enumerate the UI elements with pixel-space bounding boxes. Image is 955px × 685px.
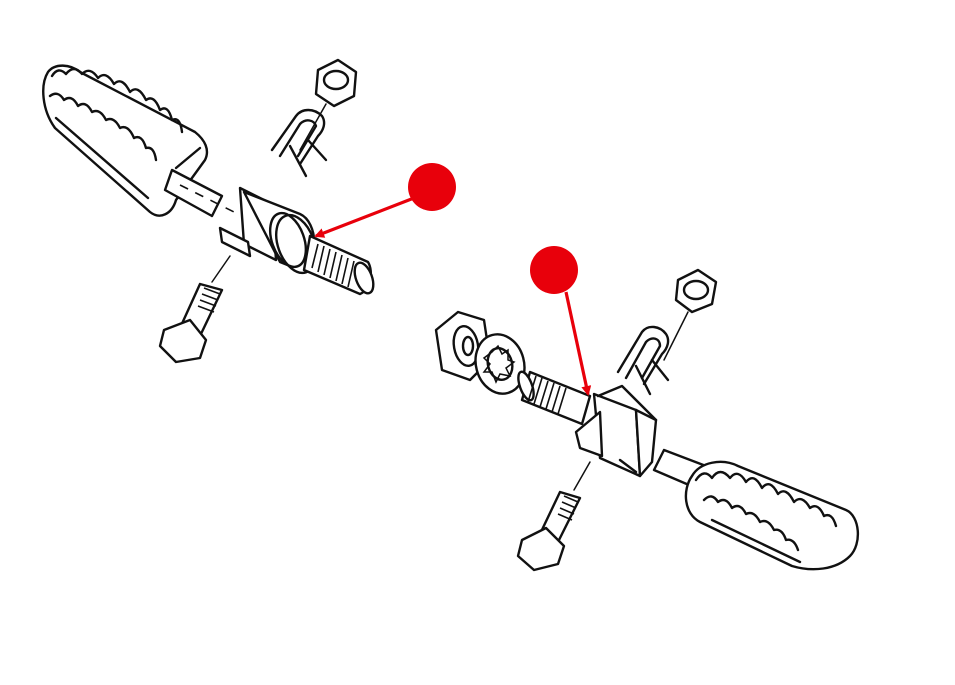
callout-2 xyxy=(530,246,592,396)
right-bottom-bolt xyxy=(516,461,591,572)
right-mounting-block xyxy=(574,384,658,478)
left-bottom-bolt xyxy=(158,255,231,364)
left-footpeg-assembly xyxy=(42,58,375,364)
left-axis-line xyxy=(179,184,241,216)
right-serrated-washer xyxy=(474,333,526,395)
callout-1-arrow xyxy=(314,196,415,238)
left-threaded-stud xyxy=(302,234,375,296)
callout-1 xyxy=(314,163,456,238)
left-spring-clip xyxy=(270,108,328,178)
left-top-nut xyxy=(299,58,358,151)
callout-2-arrow xyxy=(564,291,592,396)
right-spring-clip xyxy=(616,325,670,396)
right-top-nut xyxy=(663,268,718,361)
callout-2-marker xyxy=(530,246,578,294)
right-threaded-stud xyxy=(517,370,592,426)
left-footpeg xyxy=(42,64,224,218)
right-footpeg xyxy=(652,448,859,571)
right-footpeg-assembly xyxy=(434,268,859,572)
callout-1-marker xyxy=(408,163,456,211)
